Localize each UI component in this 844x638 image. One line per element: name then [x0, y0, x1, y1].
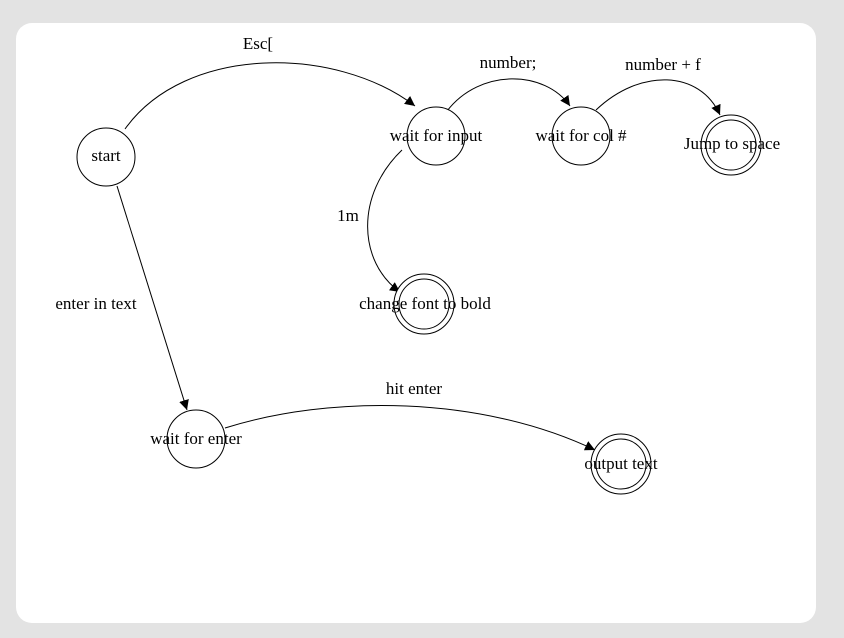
state-label: Jump to space — [684, 134, 780, 153]
state-circle — [406, 106, 466, 166]
state-circle — [551, 106, 611, 166]
state-output-text: output text — [584, 433, 658, 495]
state-label: wait for col # — [535, 126, 627, 145]
state-label: wait for enter — [150, 429, 242, 448]
state-inner-circle — [398, 278, 450, 330]
state-inner-circle — [595, 438, 647, 490]
edge-label-hit-enter: hit enter — [386, 379, 443, 398]
state-label: change font to bold — [359, 294, 491, 313]
state-label: start — [91, 146, 121, 165]
edge-start-to-wait-for-enter — [116, 185, 189, 411]
state-wait-for-input: wait for input — [390, 106, 483, 166]
edge-start-to-wait-for-input — [124, 62, 416, 130]
state-circle — [166, 409, 226, 469]
state-wait-for-enter: wait for enter — [150, 409, 242, 469]
edge-wait-for-input-to-wait-for-col — [446, 78, 571, 112]
state-label: wait for input — [390, 126, 483, 145]
edge-label-esc: Esc[ — [243, 34, 274, 53]
state-circle — [76, 127, 136, 187]
edge-label-number-plus-f: number + f — [625, 55, 701, 74]
edge-wait-for-input-to-change-font — [367, 149, 403, 293]
state-jump-to-space: Jump to space — [684, 114, 780, 176]
state-inner-circle — [705, 119, 757, 171]
edge-label-number-semicolon: number; — [480, 53, 537, 72]
edge-label-1m: 1m — [337, 206, 359, 225]
state-change-font-to-bold: change font to bold — [359, 273, 491, 335]
transition-start-to-wait-for-enter: enter in text — [55, 185, 189, 411]
transition-wait-for-input-to-change-font: 1m — [337, 149, 403, 293]
edge-wait-for-enter-to-output-text — [224, 405, 596, 451]
edge-wait-for-col-to-jump-to-space — [595, 79, 721, 116]
edge-label-enter-in-text: enter in text — [55, 294, 136, 313]
transition-start-to-wait-for-input: Esc[ — [124, 34, 416, 130]
state-wait-for-col: wait for col # — [535, 106, 627, 166]
state-label: output text — [584, 454, 657, 473]
transition-wait-for-col-to-jump-to-space: number + f — [595, 55, 721, 116]
transition-wait-for-input-to-wait-for-col: number; — [446, 53, 571, 112]
transition-wait-for-enter-to-output-text: hit enter — [224, 379, 596, 451]
state-start: start — [76, 127, 136, 187]
